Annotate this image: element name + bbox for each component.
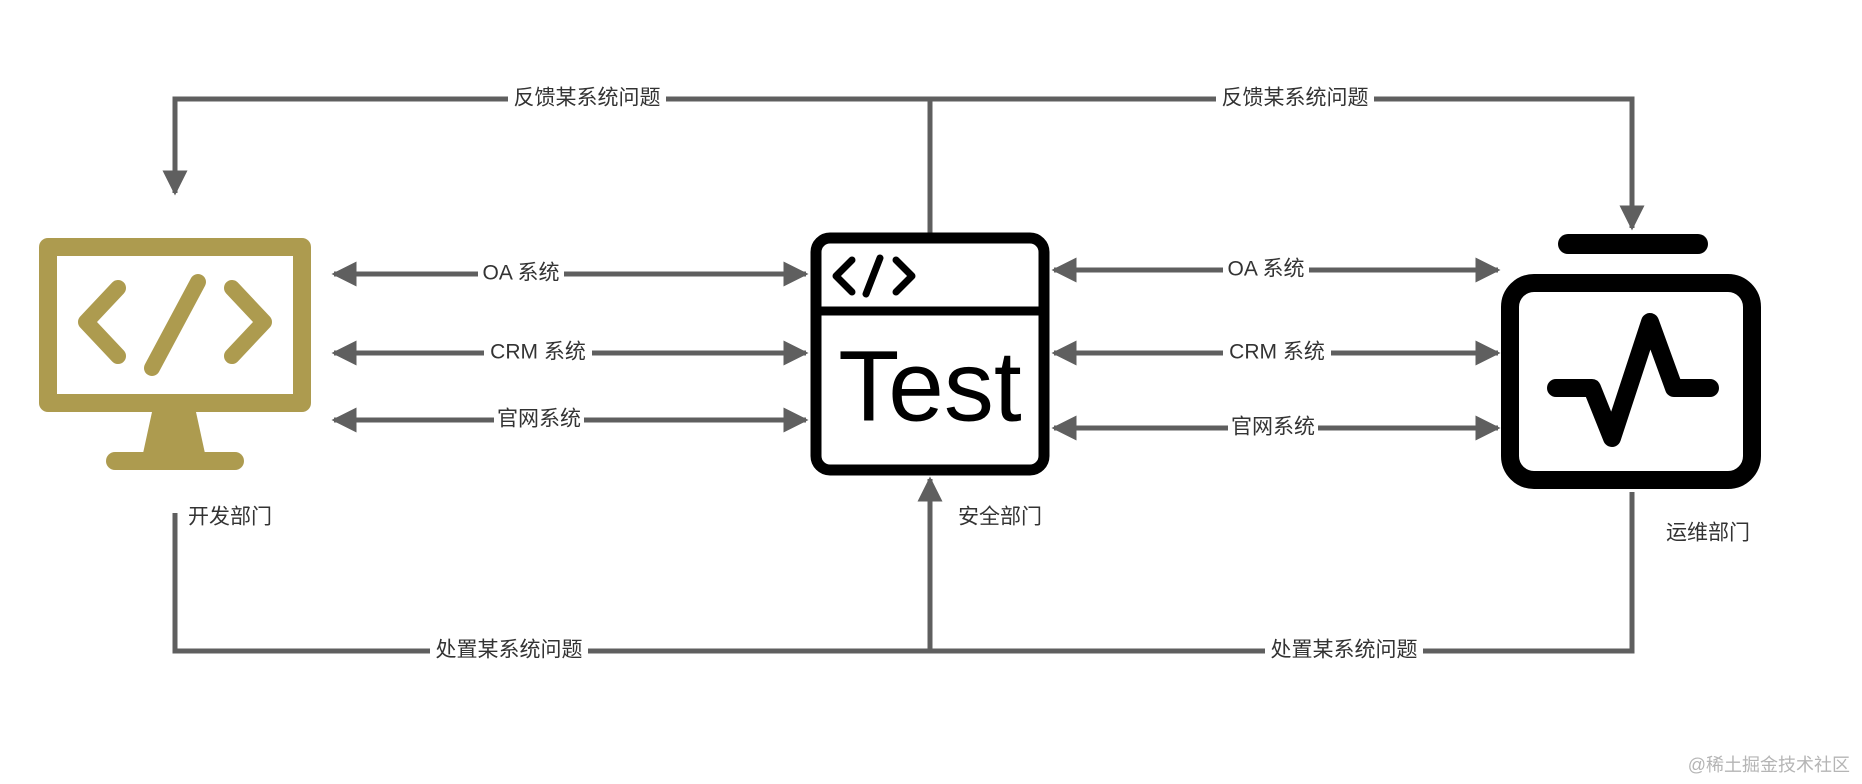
- label-handle-left-text: 处置某系统问题: [436, 639, 583, 662]
- label-feedback-left-text: 反馈某系统问题: [514, 87, 661, 110]
- test-text: Test: [838, 330, 1022, 442]
- pulse-monitor-icon: [1501, 234, 1761, 489]
- label-right-crm: CRM 系统: [1223, 338, 1331, 368]
- label-handle-left: 处置某系统问题: [430, 636, 588, 666]
- feedback-edge-left: [162, 96, 933, 235]
- label-right-crm-text: CRM 系统: [1229, 341, 1325, 364]
- label-right-oa-text: OA 系统: [1227, 258, 1304, 281]
- dev-department-label: 开发部门: [188, 506, 272, 529]
- handle-edge-right: [930, 492, 1635, 654]
- label-feedback-right: 反馈某系统问题: [1216, 84, 1374, 114]
- label-left-crm-text: CRM 系统: [490, 341, 586, 364]
- ops-department-label: 运维部门: [1666, 522, 1750, 545]
- label-left-web-text: 官网系统: [497, 408, 581, 431]
- handle-edge-left: [172, 513, 930, 654]
- code-test-window-icon: Test: [810, 232, 1050, 476]
- watermark-text: @稀土掘金技术社区: [1688, 755, 1850, 775]
- label-right-oa: OA 系统: [1223, 255, 1309, 285]
- label-feedback-right-text: 反馈某系统问题: [1222, 87, 1369, 110]
- code-monitor-icon: [39, 238, 311, 470]
- label-left-oa: OA 系统: [478, 259, 564, 289]
- label-left-oa-text: OA 系统: [482, 262, 559, 285]
- security-department-label: 安全部门: [958, 506, 1042, 529]
- feedback-edge-right: [930, 96, 1645, 231]
- label-handle-right-text: 处置某系统问题: [1271, 639, 1418, 662]
- label-right-web: 官网系统: [1228, 413, 1318, 443]
- label-handle-right: 处置某系统问题: [1265, 636, 1423, 666]
- label-left-crm: CRM 系统: [484, 338, 592, 368]
- label-left-web: 官网系统: [494, 405, 584, 435]
- label-right-web-text: 官网系统: [1231, 416, 1315, 439]
- label-feedback-left: 反馈某系统问题: [508, 84, 666, 114]
